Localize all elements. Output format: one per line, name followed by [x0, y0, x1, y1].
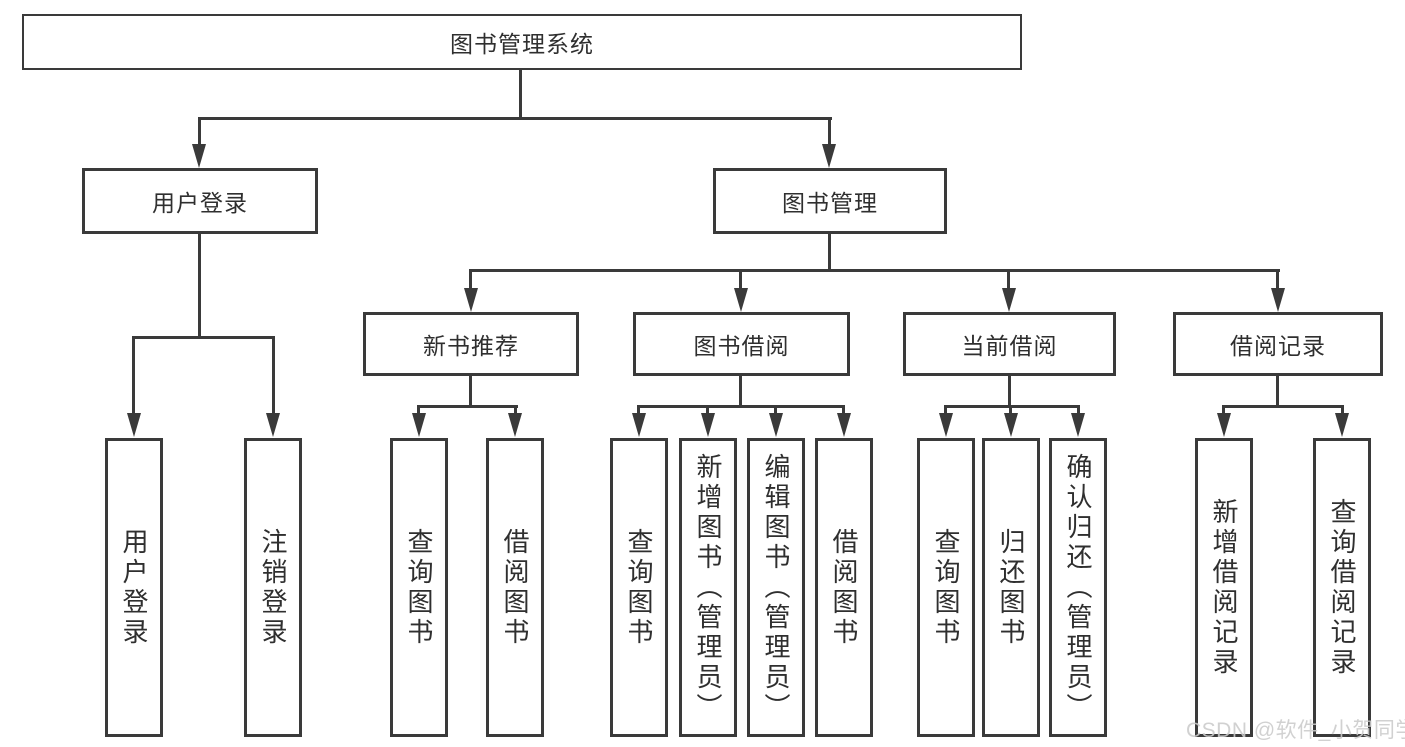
- connector-line: [944, 408, 947, 415]
- connector-line: [944, 405, 1080, 408]
- connector-line: [469, 272, 472, 289]
- connector-line: [198, 120, 201, 144]
- connector-line: [1276, 272, 1279, 289]
- arrow-down-icon: [1071, 413, 1085, 437]
- connector-line: [198, 117, 832, 120]
- arrow-down-icon: [127, 413, 141, 437]
- leaf-label: 查询图书: [624, 527, 654, 648]
- arrow-down-icon: [837, 413, 851, 437]
- arrow-down-icon: [822, 144, 836, 168]
- connector-line: [739, 272, 742, 289]
- arrow-down-icon: [1217, 413, 1231, 437]
- connector-line: [1222, 408, 1225, 415]
- arrow-down-icon: [632, 413, 646, 437]
- leaf-query-borrow-record: 查询借阅记录: [1313, 438, 1371, 737]
- arrow-down-icon: [1004, 413, 1018, 437]
- leaf-label: 查询借阅记录: [1327, 497, 1357, 678]
- connector-line: [132, 336, 275, 339]
- leaf-label: 编辑图书（管理员）: [761, 452, 791, 723]
- leaf-label: 归还图书: [996, 527, 1026, 648]
- leaf-user-login: 用户登录: [105, 438, 163, 737]
- connector-line: [514, 408, 517, 415]
- leaf-label: 新增借阅记录: [1209, 497, 1239, 678]
- leaf-add-borrow-record: 新增借阅记录: [1195, 438, 1253, 737]
- connector-line: [828, 120, 831, 144]
- arrow-down-icon: [192, 144, 206, 168]
- arrow-down-icon: [939, 413, 953, 437]
- arrow-down-icon: [464, 288, 478, 312]
- connector-line: [519, 70, 522, 120]
- arrow-down-icon: [769, 413, 783, 437]
- connector-line: [1341, 408, 1344, 415]
- node-book-management: 图书管理: [713, 168, 947, 234]
- leaf-label: 用户登录: [119, 527, 149, 648]
- connector-line: [132, 339, 135, 413]
- arrow-down-icon: [508, 413, 522, 437]
- node-new-book-recommend: 新书推荐: [363, 312, 579, 376]
- connector-line: [469, 376, 472, 407]
- connector-line: [1009, 408, 1012, 415]
- node-label: 借阅记录: [1230, 333, 1326, 359]
- arrow-down-icon: [1002, 288, 1016, 312]
- node-book-borrowing: 图书借阅: [633, 312, 850, 376]
- connector-line: [1222, 405, 1344, 408]
- node-current-borrowing: 当前借阅: [903, 312, 1116, 376]
- arrow-down-icon: [1335, 413, 1349, 437]
- connector-line: [774, 408, 777, 415]
- connector-line: [1077, 408, 1080, 415]
- leaf-label: 注销登录: [258, 527, 288, 648]
- connector-line: [842, 408, 845, 415]
- arrow-down-icon: [412, 413, 426, 437]
- connector-line: [417, 405, 518, 408]
- arrow-down-icon: [266, 413, 280, 437]
- csdn-watermark: CSDN @软件_小贺同学: [1186, 719, 1405, 742]
- leaf-label: 查询图书: [931, 527, 961, 648]
- leaf-label: 新增图书（管理员）: [693, 452, 723, 723]
- node-label: 当前借阅: [961, 333, 1058, 359]
- connector-line: [1276, 376, 1279, 407]
- connector-line: [198, 234, 201, 336]
- leaf-return-books: 归还图书: [982, 438, 1040, 737]
- node-label: 用户登录: [152, 190, 248, 216]
- node-label: 新书推荐: [423, 333, 519, 359]
- connector-line: [637, 405, 845, 408]
- node-user-login: 用户登录: [82, 168, 318, 234]
- leaf-edit-books-admin: 编辑图书（管理员）: [747, 438, 805, 737]
- connector-line: [637, 408, 640, 415]
- leaf-logout: 注销登录: [244, 438, 302, 737]
- connector-line: [469, 269, 1280, 272]
- arrow-down-icon: [734, 288, 748, 312]
- leaf-add-books-admin: 新增图书（管理员）: [679, 438, 737, 737]
- connector-line: [828, 234, 831, 272]
- connector-line: [739, 376, 742, 407]
- node-label: 图书借阅: [693, 333, 790, 359]
- node-borrowing-records: 借阅记录: [1173, 312, 1383, 376]
- leaf-query-books-recommend: 查询图书: [390, 438, 448, 737]
- connector-line: [417, 408, 420, 415]
- leaf-borrow-books-recommend: 借阅图书: [486, 438, 544, 737]
- leaf-query-books-borrowing: 查询图书: [610, 438, 668, 737]
- connector-line: [1008, 376, 1011, 407]
- leaf-borrow-books: 借阅图书: [815, 438, 873, 737]
- leaf-label: 借阅图书: [500, 527, 530, 648]
- arrow-down-icon: [1271, 288, 1285, 312]
- connector-line: [706, 408, 709, 415]
- leaf-confirm-return-admin: 确认归还（管理员）: [1049, 438, 1107, 737]
- leaf-query-books-current: 查询图书: [917, 438, 975, 737]
- leaf-label: 查询图书: [404, 527, 434, 648]
- connector-line: [1007, 272, 1010, 289]
- node-label: 图书管理: [782, 190, 878, 216]
- arrow-down-icon: [701, 413, 715, 437]
- connector-line: [272, 339, 275, 413]
- leaf-label: 借阅图书: [829, 527, 859, 648]
- node-label: 图书管理系统: [450, 31, 594, 57]
- node-library-management-system: 图书管理系统: [22, 14, 1022, 70]
- leaf-label: 确认归还（管理员）: [1063, 452, 1093, 723]
